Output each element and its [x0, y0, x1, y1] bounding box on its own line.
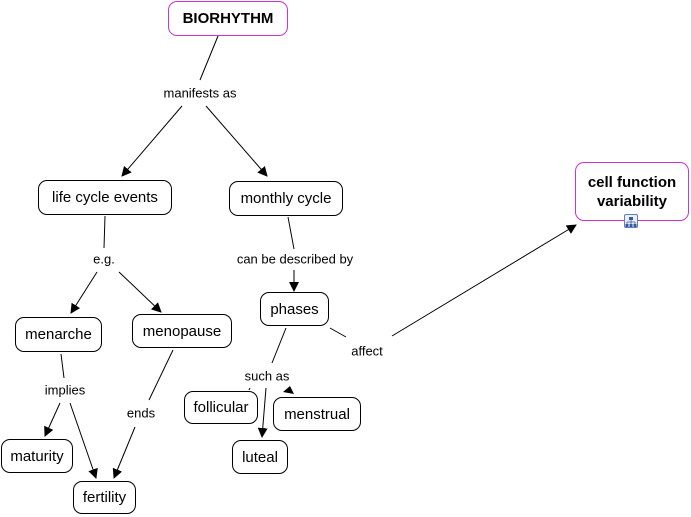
concept-cell-function-variability[interactable]: cell function variability: [575, 162, 689, 221]
link-menarche-implies: [60, 353, 65, 379]
link-phrase-implies[interactable]: implies: [44, 382, 86, 398]
concept-luteal[interactable]: luteal: [232, 440, 288, 474]
concept-label: BIORHYTHM: [182, 10, 274, 27]
link-eg-menopause: [118, 271, 162, 313]
concept-label: menstrual: [284, 405, 350, 423]
link-phrase-affect[interactable]: affect: [351, 343, 383, 359]
link-suchas-luteal: [257, 387, 268, 438]
link-affect-cellfunction: [391, 224, 577, 337]
link-manifests-lifecycle: [121, 105, 183, 177]
link-implies-maturity: [44, 402, 61, 437]
arrowhead-menstrual: [283, 386, 294, 394]
link-menopause-ends: [148, 349, 174, 401]
concept-label: luteal: [242, 448, 278, 466]
link-monthly-described: [287, 216, 295, 250]
concept-follicular[interactable]: follicular: [184, 391, 258, 424]
concept-fertility[interactable]: fertility: [73, 481, 136, 514]
concept-monthly-cycle[interactable]: monthly cycle: [229, 181, 343, 216]
concept-label: fertility: [82, 489, 127, 506]
link-phases-affect: [329, 327, 347, 338]
concept-maturity[interactable]: maturity: [1, 439, 73, 473]
concept-label: cell function variability: [587, 173, 677, 210]
concept-label: menarche: [25, 326, 92, 343]
link-phrase-ends[interactable]: ends: [126, 405, 156, 421]
concept-label: life cycle events: [52, 189, 158, 206]
concept-label: maturity: [10, 447, 64, 465]
concept-life-cycle-events[interactable]: life cycle events: [38, 180, 172, 215]
concept-label: menopause: [142, 322, 222, 340]
link-phrase-eg[interactable]: e.g.: [93, 251, 115, 267]
link-ends-fertility: [112, 426, 136, 479]
link-eg-menarche: [70, 271, 98, 314]
link-phrase-such-as[interactable]: such as: [244, 368, 290, 384]
link-phases-suchas: [271, 327, 287, 364]
concept-map-icon[interactable]: [624, 214, 638, 228]
concept-label: monthly cycle: [240, 190, 332, 207]
link-phrase-manifests-as[interactable]: manifests as: [163, 85, 237, 101]
concept-phases[interactable]: phases: [260, 292, 329, 326]
concept-biorhythm[interactable]: BIORHYTHM: [168, 1, 288, 36]
link-biorhythm-manifests: [199, 35, 219, 81]
concept-menopause[interactable]: menopause: [132, 314, 232, 348]
link-lifecycle-eg: [103, 215, 106, 249]
concept-label: phases: [270, 300, 319, 318]
hierarchy-icon: [625, 217, 637, 227]
concept-label: follicular: [193, 399, 249, 416]
concept-menarche[interactable]: menarche: [15, 317, 102, 352]
link-suchas-follicular: [248, 387, 251, 391]
link-implies-fertility: [69, 402, 98, 479]
link-phrase-can-be-described-by[interactable]: can be described by: [236, 251, 354, 267]
concept-menstrual[interactable]: menstrual: [273, 397, 361, 431]
link-manifests-monthly: [205, 105, 268, 177]
